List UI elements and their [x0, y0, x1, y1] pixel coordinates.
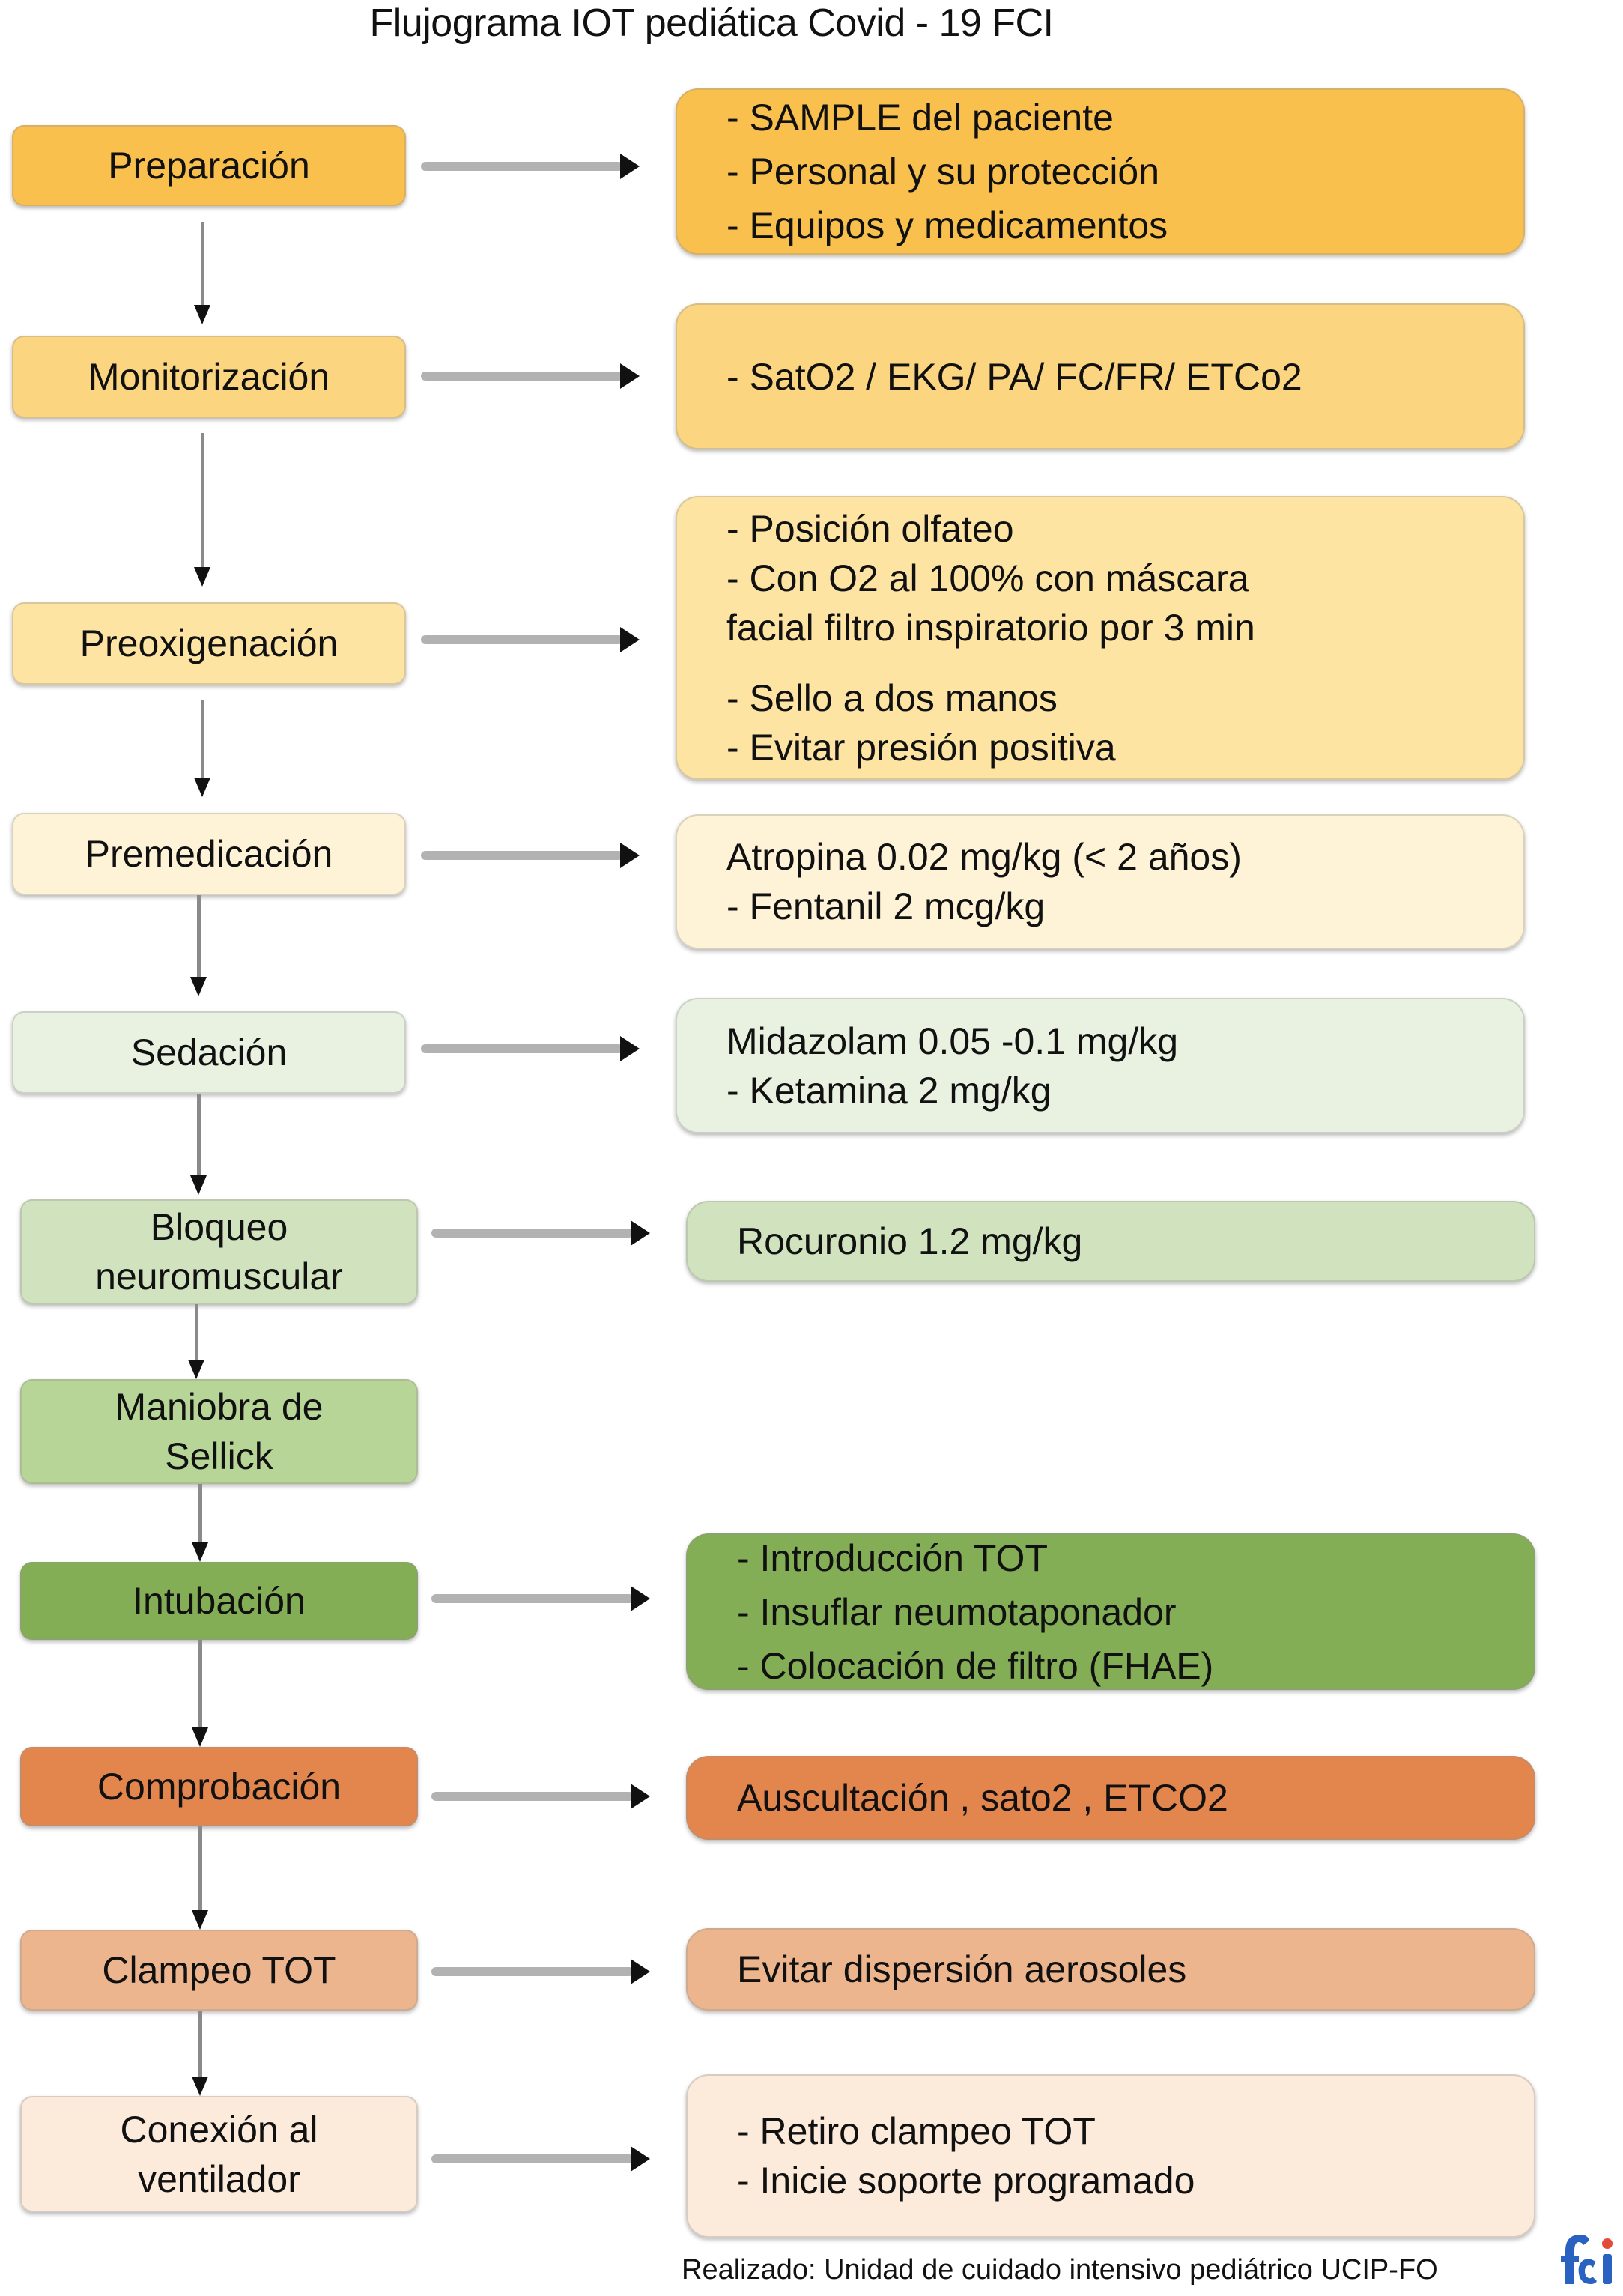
arrow-down [194, 700, 210, 797]
detail-line: - SatO2 / EKG/ PA/ FC/FR/ ETCo2 [726, 355, 1302, 398]
step-label: Conexión al [120, 2108, 318, 2151]
detail-conexion-ventilador: - Retiro clampeo TOT - Inicie soporte pr… [686, 2074, 1535, 2238]
step-conexion-ventilador: Conexión al ventilador [20, 2096, 418, 2212]
detail-line: - Ketamina 2 mg/kg [726, 1069, 1052, 1112]
step-label: Preparación [108, 145, 310, 187]
step-label: Clampeo TOT [102, 1949, 336, 1991]
detail-line: Auscultación , sato2 , ETCO2 [737, 1777, 1228, 1819]
detail-line: - Personal y su protección [726, 151, 1160, 193]
step-label: Preoxigenación [79, 623, 339, 664]
arrow-right [431, 2146, 650, 2172]
detail-line: facial filtro inspiratorio por 3 min [726, 606, 1255, 649]
footer-credit: Realizado: Unidad de cuidado intensivo p… [682, 2254, 1438, 2286]
step-clampeo-tot: Clampeo TOT [20, 1930, 418, 2011]
step-label: Comprobación [97, 1766, 342, 1808]
arrow-down [192, 1826, 208, 1930]
arrow-down [192, 1640, 208, 1747]
detail-line: - Insuflar neumotaponador [737, 1590, 1177, 1633]
logo-i-stem [1603, 2254, 1612, 2284]
logo-f-glyph [1565, 2235, 1589, 2284]
detail-line: Atropina 0.02 mg/kg (< 2 años) [726, 836, 1242, 878]
step-preoxigenacion: Preoxigenación [12, 602, 406, 685]
step-label: Maniobra de [115, 1386, 324, 1428]
arrow-down [190, 895, 207, 996]
logo-i-dot [1602, 2238, 1613, 2249]
detail-clampeo-tot: Evitar dispersión aerosoles [686, 1928, 1535, 2011]
arrow-right [421, 627, 640, 652]
detail-line: - Sello a dos manos [726, 676, 1058, 719]
step-label: Sellick [165, 1435, 273, 1477]
detail-sedacion: Midazolam 0.05 -0.1 mg/kg - Ketamina 2 m… [676, 998, 1525, 1133]
logo-c-glyph [1578, 2259, 1597, 2284]
step-sedacion: Sedación [12, 1011, 406, 1094]
detail-comprobacion: Auscultación , sato2 , ETCO2 [686, 1756, 1535, 1840]
detail-preoxigenacion: - Posición olfateo - Con O2 al 100% con … [676, 496, 1525, 780]
detail-preparacion: - SAMPLE del paciente - Personal y su pr… [676, 88, 1525, 255]
step-label: Sedación [130, 1032, 288, 1073]
arrow-right [421, 1036, 640, 1061]
detail-line: - Retiro clampeo TOT [737, 2110, 1096, 2152]
detail-line: - Colocación de filtro (FHAE) [737, 1644, 1214, 1687]
detail-line: - Inicie soporte programado [737, 2160, 1195, 2202]
arrow-down [194, 433, 210, 587]
diagram-title: Flujograma IOT pediática Covid - 19 FCI [369, 1, 1054, 45]
detail-bloqueo-neuromuscular: Rocuronio 1.2 mg/kg [686, 1201, 1535, 1282]
step-maniobra-sellick: Maniobra de Sellick [20, 1379, 418, 1484]
step-intubacion: Intubación [20, 1562, 418, 1640]
step-label: Monitorización [88, 356, 330, 398]
arrow-right [431, 1586, 650, 1611]
step-label: Premedicación [85, 833, 333, 875]
detail-line: - SAMPLE del paciente [726, 97, 1114, 139]
detail-line: Evitar dispersión aerosoles [737, 1948, 1187, 1990]
arrow-down [192, 2011, 208, 2096]
arrow-down [188, 1304, 204, 1379]
detail-line: - Posición olfateo [726, 507, 1014, 550]
detail-premedicacion: Atropina 0.02 mg/kg (< 2 años) - Fentani… [676, 814, 1525, 949]
step-monitorizacion: Monitorización [12, 336, 406, 418]
step-preparacion: Preparación [12, 125, 406, 206]
detail-intubacion: - Introducción TOT - Insuflar neumotapon… [686, 1533, 1535, 1690]
arrow-right [421, 363, 640, 389]
arrow-down [192, 1484, 208, 1562]
arrow-right [431, 1220, 650, 1246]
arrow-down [194, 222, 210, 324]
detail-line: - Fentanil 2 mcg/kg [726, 885, 1046, 927]
logo-f-bar [1561, 2256, 1579, 2262]
fci-logo-icon [1561, 2235, 1613, 2284]
step-bloqueo-neuromuscular: Bloqueo neuromuscular [20, 1199, 418, 1304]
arrow-right [421, 843, 640, 868]
arrow-right [431, 1784, 650, 1809]
detail-line: Rocuronio 1.2 mg/kg [737, 1220, 1083, 1262]
step-premedicacion: Premedicación [12, 813, 406, 895]
detail-monitorizacion: - SatO2 / EKG/ PA/ FC/FR/ ETCo2 [676, 303, 1525, 449]
detail-line: - Introducción TOT [737, 1536, 1048, 1579]
step-label: Intubación [133, 1580, 306, 1622]
detail-line: - Equipos y medicamentos [726, 205, 1168, 246]
step-label: Bloqueo [150, 1206, 288, 1248]
step-label: neuromuscular [95, 1255, 343, 1297]
step-comprobacion: Comprobación [20, 1747, 418, 1826]
arrow-down [190, 1094, 207, 1195]
step-label: ventilador [138, 2157, 300, 2200]
detail-line: Midazolam 0.05 -0.1 mg/kg [726, 1020, 1179, 1062]
detail-line: - Con O2 al 100% con máscara [726, 557, 1249, 599]
detail-line: - Evitar presión positiva [726, 726, 1116, 769]
arrow-right [421, 154, 640, 179]
arrow-right [431, 1959, 650, 1984]
